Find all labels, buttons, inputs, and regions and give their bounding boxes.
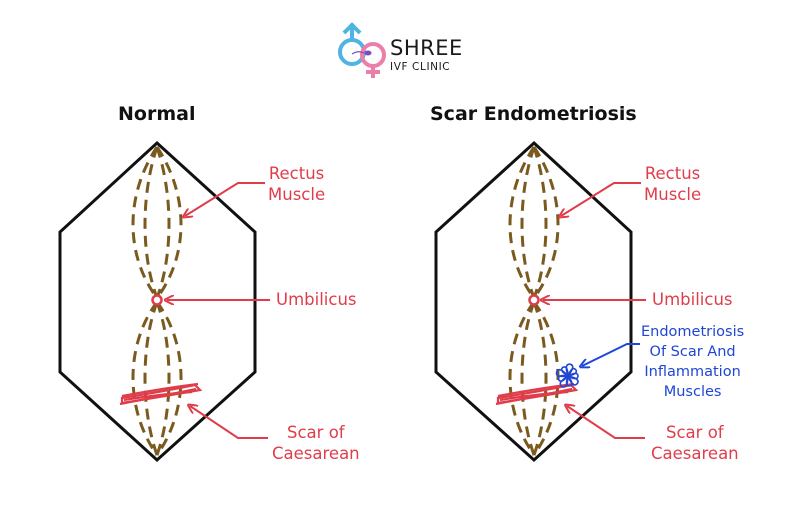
rectus-muscle-label: Rectus Muscle: [268, 163, 325, 205]
label-line: Scar of: [666, 423, 724, 442]
umbilicus-label: Umbilicus: [276, 290, 357, 309]
rectus-muscle-upper: [131, 146, 183, 299]
label-line: Endometriosis: [641, 324, 745, 340]
label-line: Muscle: [268, 185, 326, 204]
label-line: Caesarean: [651, 444, 739, 463]
brand-subtitle: IVF CLINIC: [390, 61, 451, 73]
label-line: Caesarean: [272, 444, 360, 463]
umbilicus-marker: [528, 294, 540, 306]
normal-panel: [58, 140, 270, 463]
panel-title-scar-endometriosis: Scar Endometriosis: [430, 103, 637, 125]
panel-title-normal: Normal: [118, 103, 196, 125]
label-pointers: [543, 182, 646, 439]
lesion-petal: [565, 375, 573, 387]
rectus-muscle-upper: [508, 146, 560, 299]
label-line: Rectus: [268, 164, 325, 183]
label-line: Muscle: [644, 185, 702, 204]
rectus-muscle-label: Rectus Muscle: [644, 163, 701, 205]
label-line: Inflammation: [644, 364, 741, 380]
abdomen-outline: [434, 140, 633, 463]
lesion-petal: [557, 374, 569, 382]
umbilicus-marker: [151, 294, 163, 306]
logo-symbol: [338, 22, 386, 78]
scar-label: Scar of Caesarean: [651, 422, 739, 464]
label-line: Scar of: [287, 423, 345, 442]
scar-endometriosis-panel: [434, 140, 646, 463]
label-pointers: [167, 182, 270, 439]
label-line: Muscles: [663, 384, 722, 400]
sperm-icon: [351, 50, 372, 56]
endometriosis-lesion-icon: [555, 363, 579, 388]
lesion-petal: [560, 366, 569, 377]
caesarean-scar: [119, 382, 203, 406]
scar-label: Scar of Caesarean: [272, 422, 360, 464]
label-line: Of Scar And: [649, 344, 736, 360]
umbilicus-label: Umbilicus: [652, 290, 733, 309]
brand-name: SHREE: [390, 36, 463, 60]
lesion-petal: [567, 367, 578, 377]
endometriosis-label: Endometriosis Of Scar And Inflammation M…: [641, 322, 744, 402]
abdomen-outline: [58, 140, 257, 463]
rectus-muscle-lower: [508, 301, 560, 456]
female-symbol-icon: [360, 42, 386, 78]
rectus-muscle-lower: [131, 301, 183, 456]
endometriosis-pointer: [582, 343, 640, 366]
label-line: Rectus: [644, 164, 701, 183]
